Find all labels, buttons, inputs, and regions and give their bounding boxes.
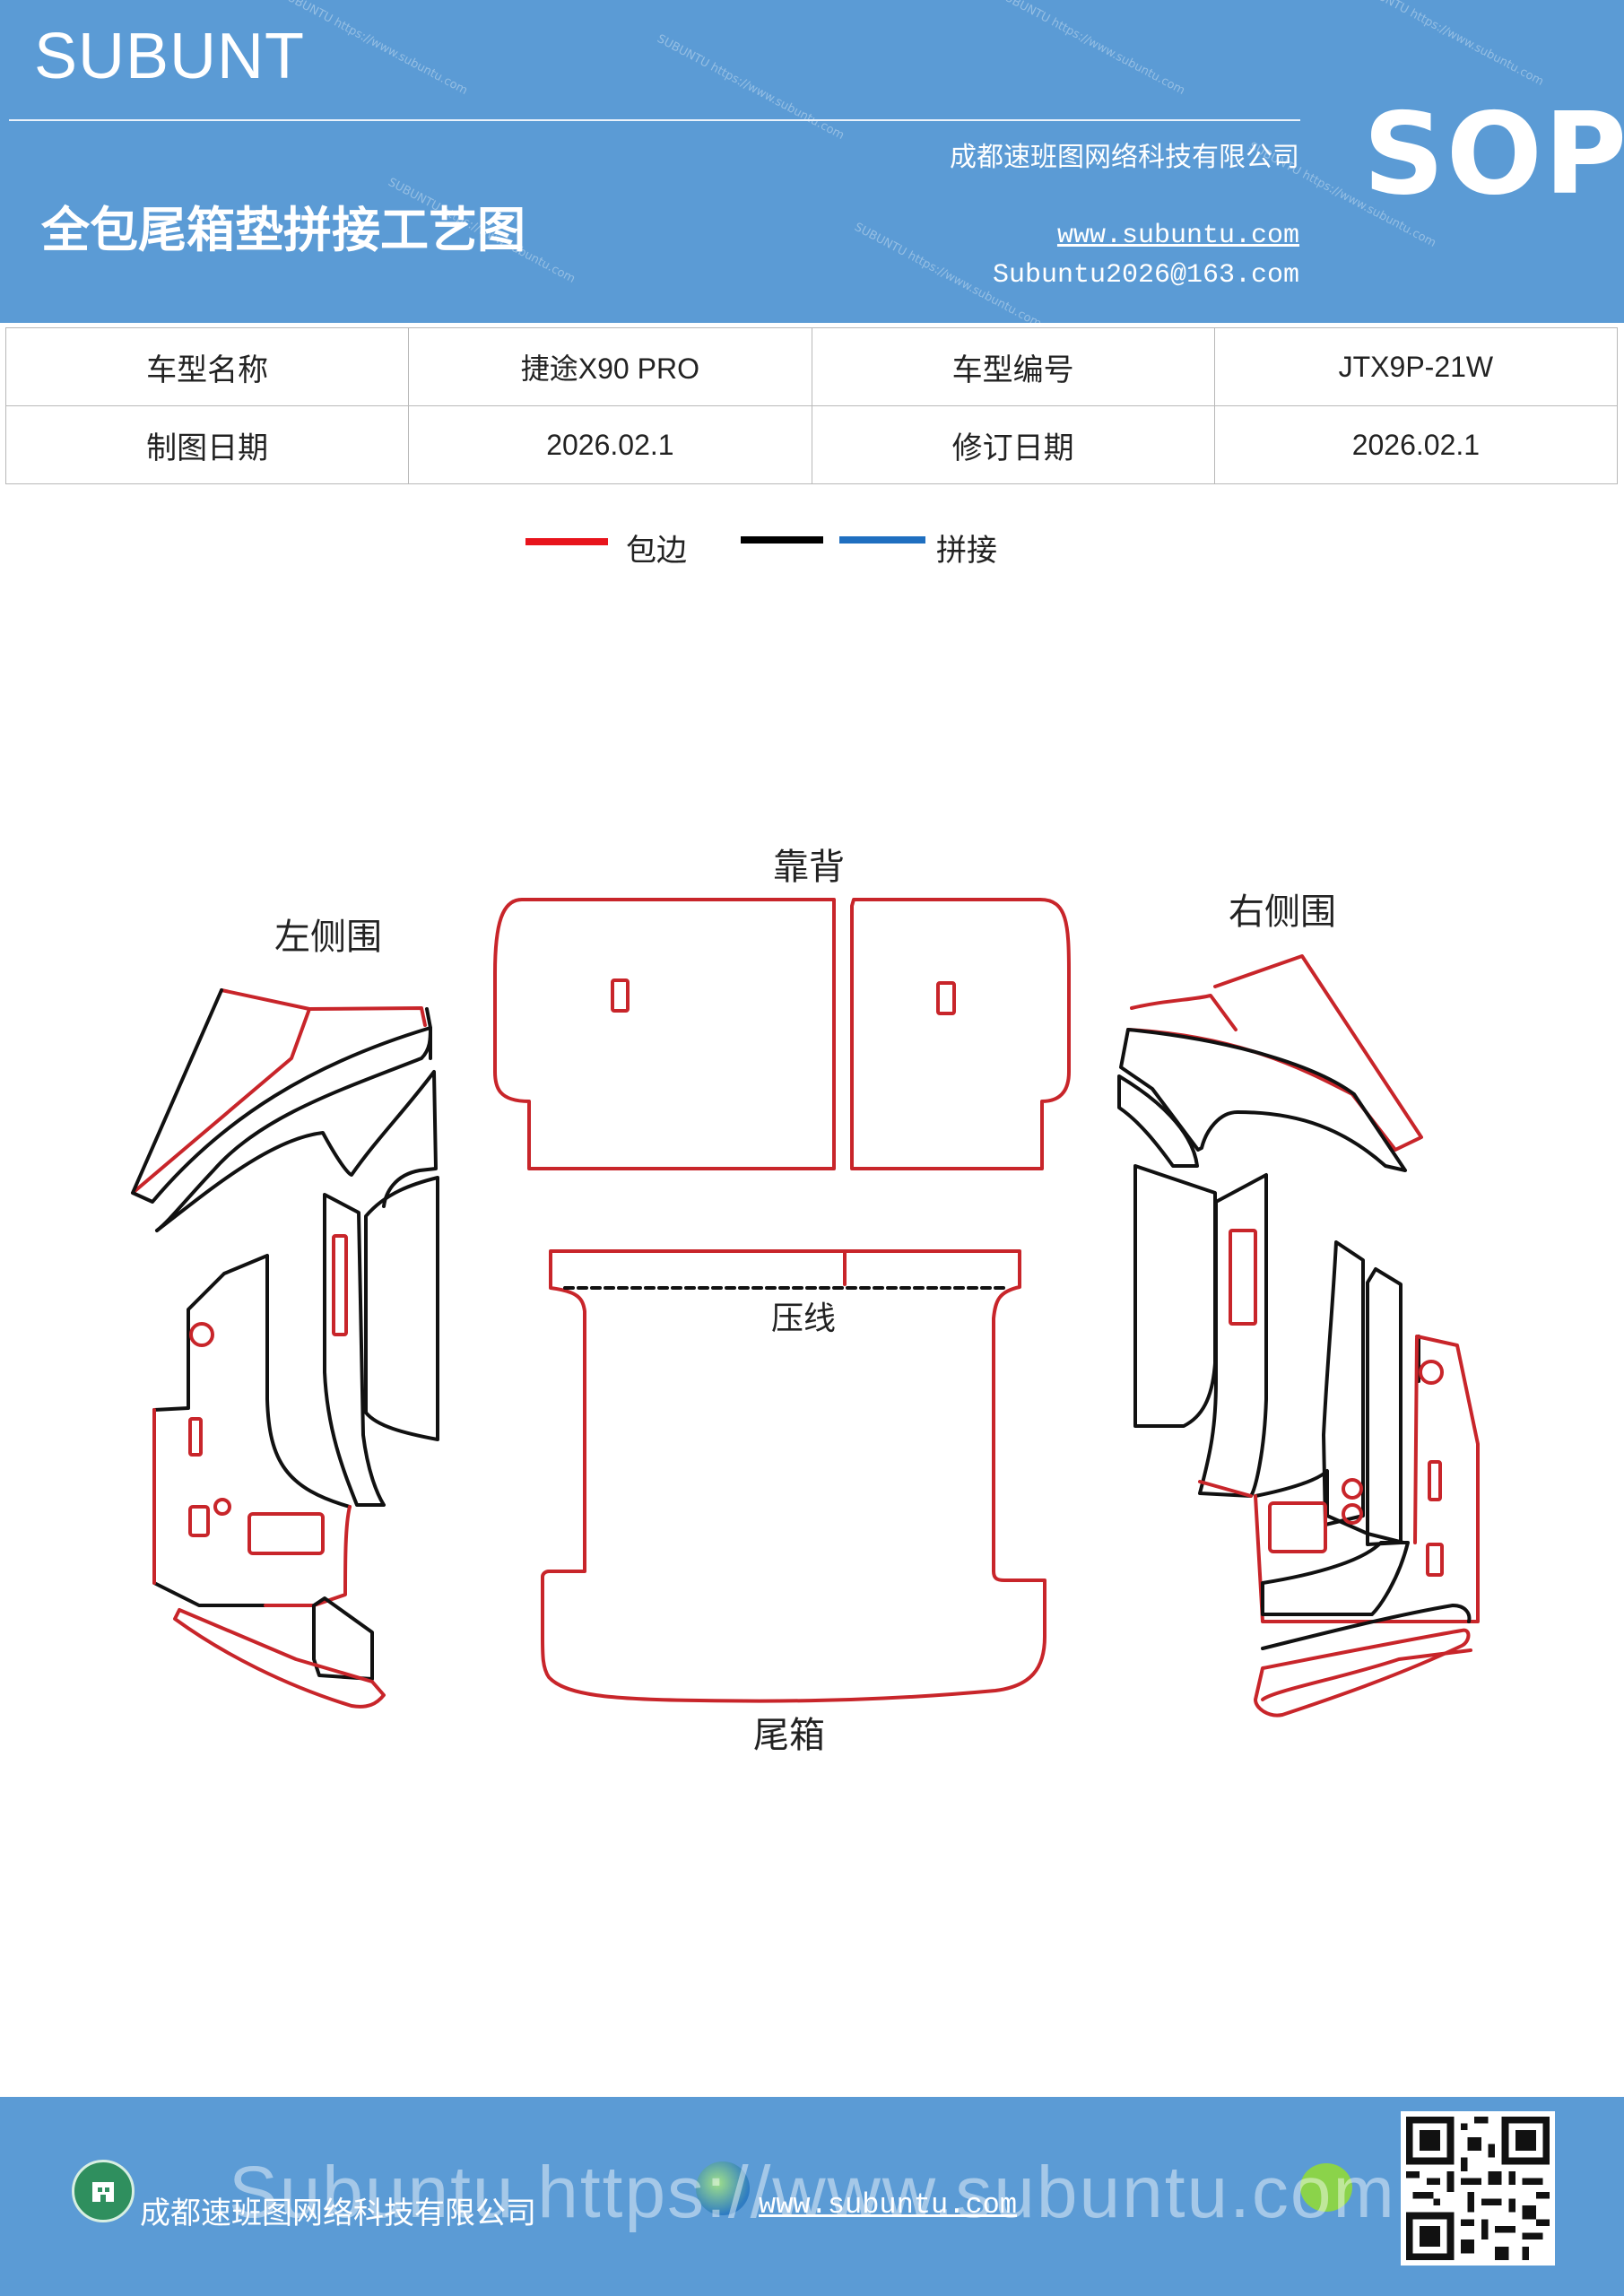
right-slot (1426, 1543, 1444, 1577)
right-bottom-piece (1254, 1628, 1471, 1718)
left-slot (248, 1512, 325, 1555)
left-band-piece (155, 1026, 432, 1232)
right-hole (1419, 1360, 1444, 1385)
footer-company: 成都速班图网络科技有限公司 (140, 2196, 536, 2231)
header-divider (9, 119, 1300, 121)
sop-badge: SOP (1363, 88, 1624, 220)
legend-seam-swatch (839, 536, 925, 544)
wechat-icon (1300, 2163, 1352, 2212)
trunk-floor-outline (541, 1249, 1046, 1703)
legend-seam-label: 拼接 (936, 533, 997, 569)
label-trunk: 尾箱 (753, 1715, 825, 1756)
table-cell: 车型名称 (4, 327, 410, 406)
right-hole (1342, 1478, 1363, 1500)
legend-edge-swatch (525, 538, 608, 545)
table-cell: 制图日期 (4, 405, 410, 484)
table-cell: 捷途X90 PRO (408, 327, 812, 406)
right-large-piece (1254, 1335, 1420, 1544)
right-lower-piece (1366, 1267, 1403, 1546)
legend: 包边 拼接 (0, 526, 1624, 570)
qr-code-glyph (1406, 2117, 1550, 2260)
legend-edge-label: 包边 (626, 533, 687, 569)
right-column-piece (1133, 1164, 1217, 1428)
page-title: 全包尾箱垫拼接工艺图 (41, 202, 525, 258)
left-column-slot (332, 1234, 348, 1336)
left-upper-piece (131, 988, 432, 1204)
left-hole (213, 1498, 231, 1516)
qr-code (1401, 2111, 1555, 2266)
table-cell: 修订日期 (811, 405, 1215, 484)
label-backrest: 靠背 (773, 847, 845, 888)
right-upper-piece (1130, 994, 1238, 1031)
right-column-piece (1198, 1173, 1268, 1498)
table-cell: JTX9P-21W (1213, 327, 1619, 406)
left-slot (188, 1505, 210, 1537)
left-bottom-piece (173, 1608, 386, 1709)
left-band-piece (308, 1006, 427, 1027)
left-large-piece (152, 1254, 352, 1607)
label-press-line: 压线 (771, 1300, 836, 1337)
right-slot (1428, 1460, 1442, 1501)
company-name: 成都速班图网络科技有限公司 (950, 142, 1299, 173)
left-column-piece (323, 1193, 386, 1507)
table-cell: 车型编号 (811, 327, 1215, 406)
right-side-panels (1117, 954, 1480, 1718)
left-large-piece (152, 1408, 352, 1607)
globe-icon (696, 2161, 750, 2215)
table-cell: 2026.02.1 (408, 405, 812, 484)
right-band-piece (1119, 1028, 1407, 1172)
backrest-left-panel (493, 898, 836, 1170)
left-band-piece (155, 1070, 438, 1232)
left-column-piece (364, 1176, 439, 1441)
right-column-piece (1198, 1480, 1253, 1498)
footer-banner: 成都速班图网络科技有限公司 www.subuntu.com Subuntu ht… (0, 2097, 1624, 2296)
label-left-side: 左侧围 (274, 917, 382, 958)
right-slot (1268, 1501, 1327, 1553)
right-upper-piece (1126, 954, 1423, 1152)
left-slot (188, 1417, 203, 1457)
left-side-panels (131, 988, 439, 1709)
brand-name: SUBUNT (34, 21, 306, 92)
left-upper-piece (131, 988, 311, 1195)
table-row: 制图日期 2026.02.1 修订日期 2026.02.1 (4, 405, 1619, 484)
backrest-right-panel (850, 898, 1071, 1170)
left-bottom-piece (312, 1596, 374, 1681)
backrest-slot (936, 981, 956, 1015)
building-icon (72, 2160, 135, 2222)
backrest-slot (611, 978, 630, 1013)
right-bottom-piece (1261, 1648, 1472, 1701)
right-bottom-piece (1261, 1541, 1410, 1616)
right-band-piece (1117, 1074, 1199, 1168)
left-hole (189, 1322, 214, 1347)
legend-black-swatch (741, 536, 823, 544)
footer-overlay-text: Subuntu https://www.subuntu.com (229, 2152, 1396, 2233)
email-address: Subuntu2026@163.com (992, 260, 1299, 291)
building-icon-glyph (92, 2182, 114, 2202)
table-row: 车型名称 捷途X90 PRO 车型编号 JTX9P-21W (4, 327, 1619, 406)
trunk-floor-panel (541, 1249, 1046, 1703)
footer-website-link[interactable]: www.subuntu.com (759, 2188, 1018, 2222)
right-hole (1342, 1503, 1363, 1525)
header-banner: SUBUNTU https://www.subuntu.com SUBUNTU … (0, 0, 1624, 323)
backrest-panels (493, 898, 1071, 1170)
right-bottom-piece (1261, 1604, 1472, 1650)
table-cell: 2026.02.1 (1213, 405, 1619, 484)
right-column-slot (1229, 1229, 1257, 1326)
website-link[interactable]: www.subuntu.com (1056, 221, 1299, 251)
right-lower-piece (1322, 1240, 1365, 1526)
label-right-side: 右侧围 (1229, 891, 1336, 933)
vehicle-info-table: 车型名称 捷途X90 PRO 车型编号 JTX9P-21W 制图日期 2026.… (4, 327, 1619, 484)
